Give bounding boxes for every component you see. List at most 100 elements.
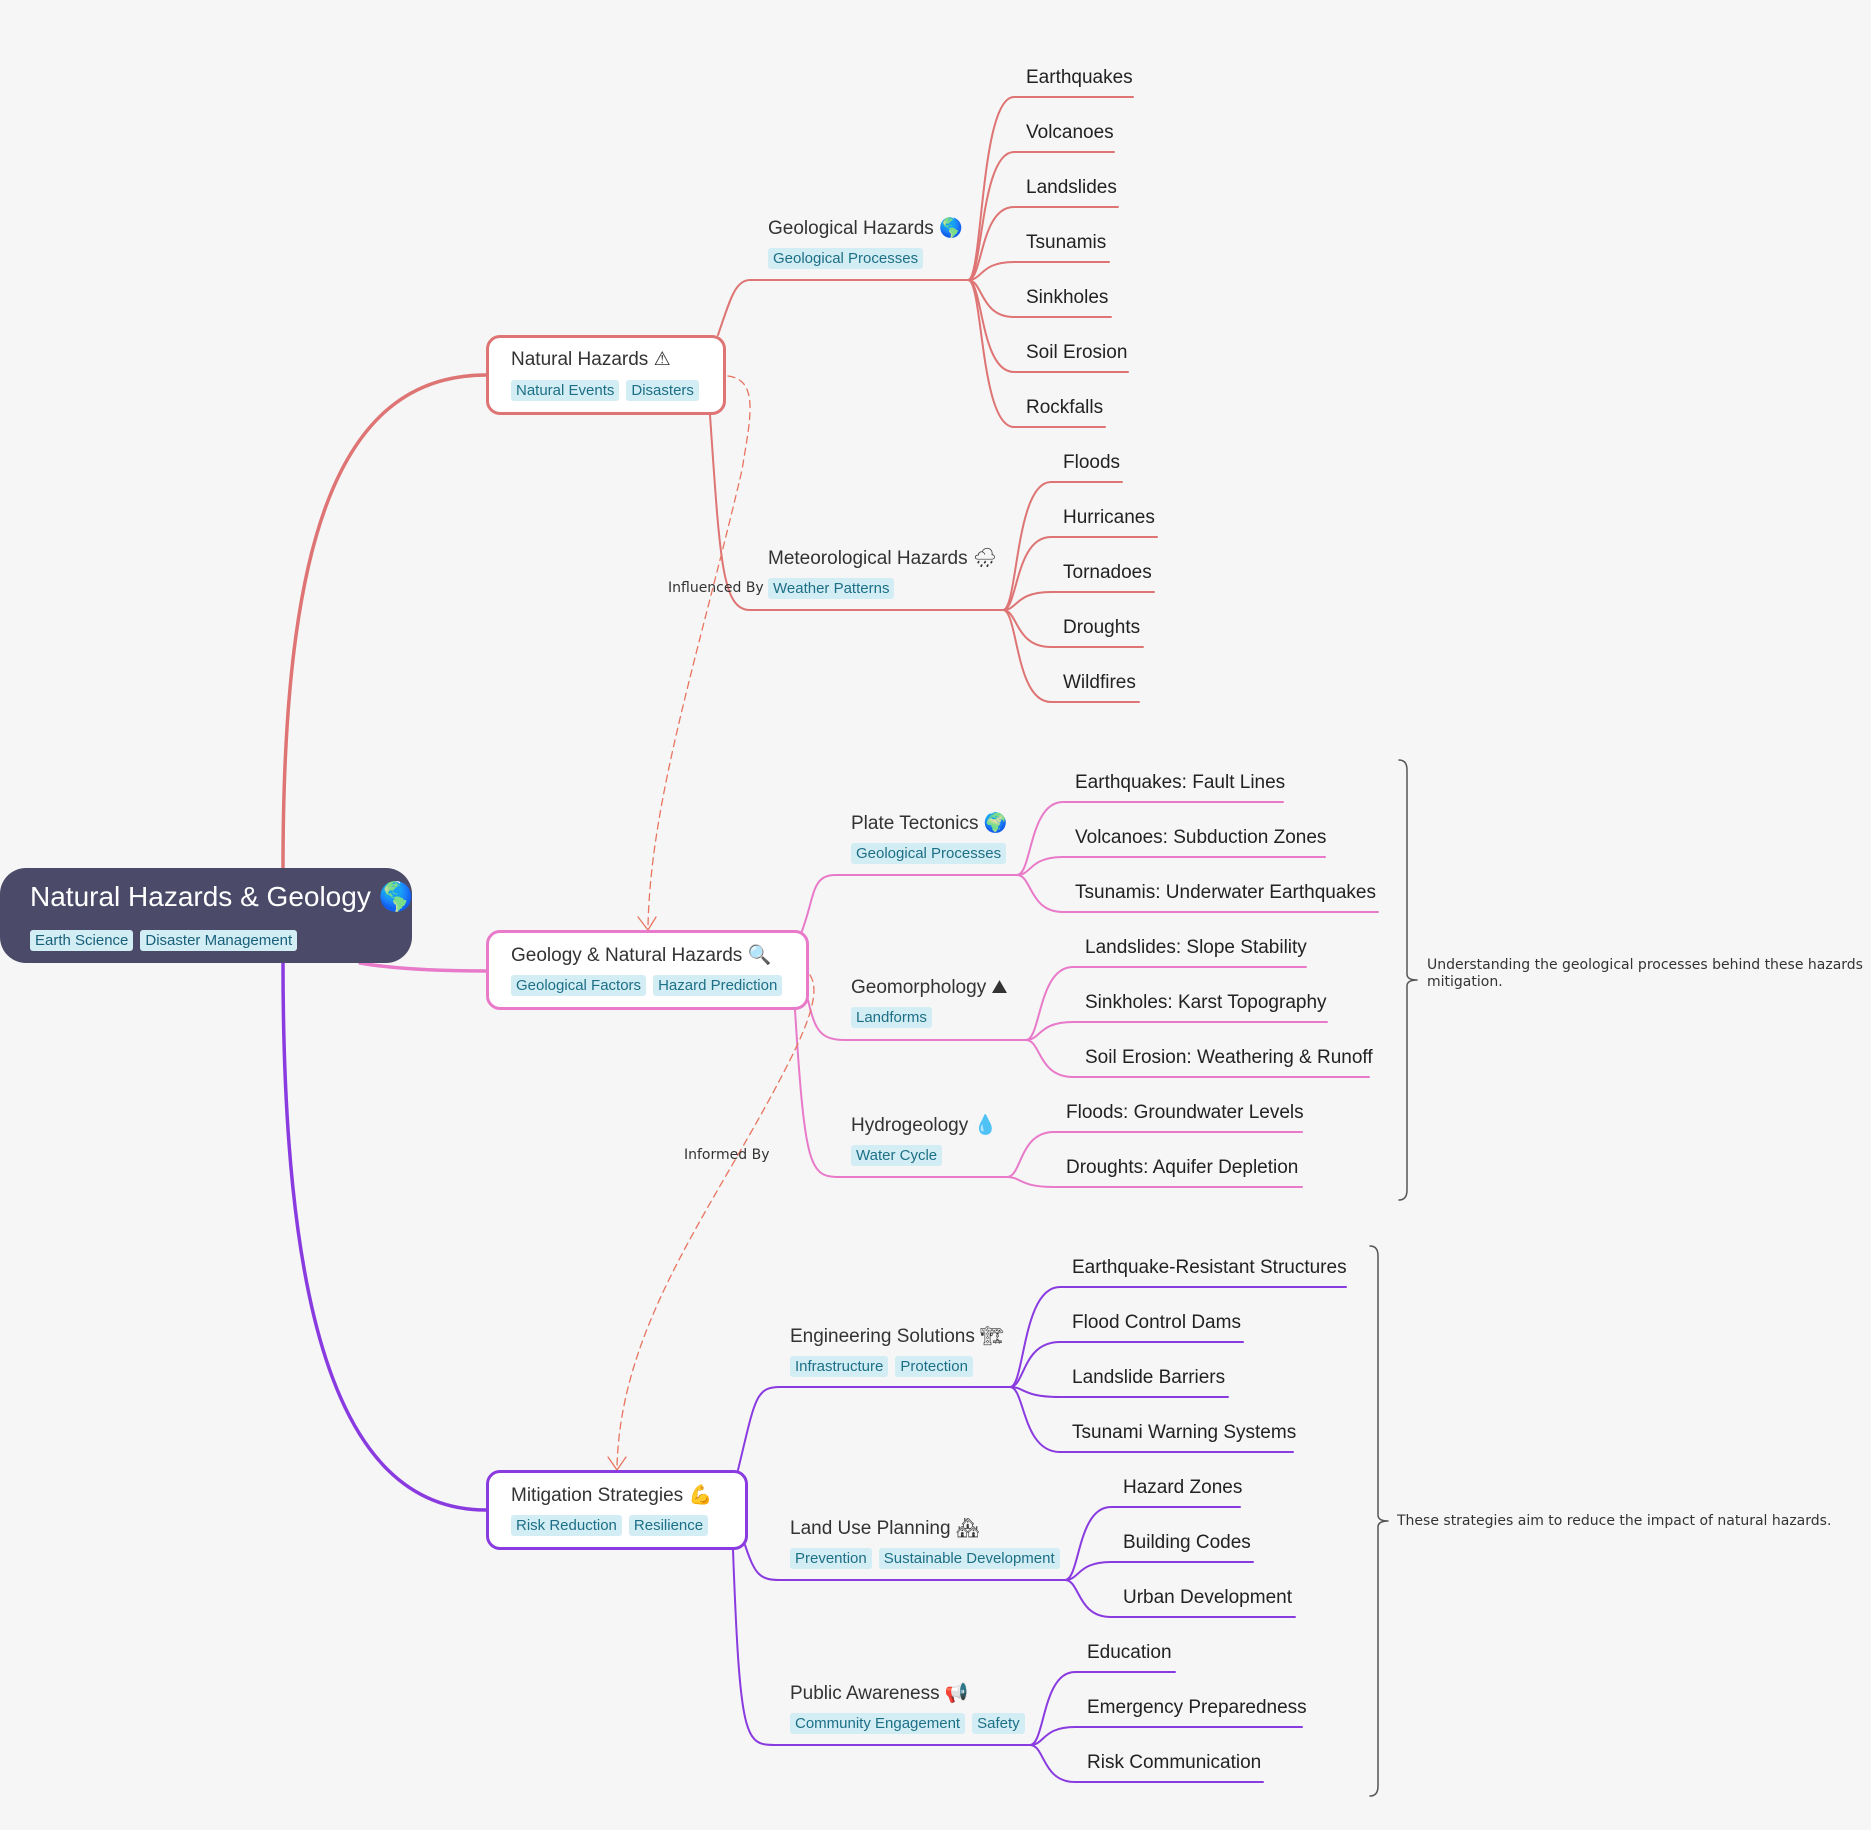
natural-hazards-node[interactable]: Natural Hazards ⚠ Natural Events Disaste…	[486, 335, 726, 415]
leaf-building-codes[interactable]: Building Codes	[1123, 1532, 1251, 1553]
leaf-sinkholes[interactable]: Sinkholes	[1026, 287, 1109, 308]
geology-title-text: Geology & Natural Hazards	[511, 945, 743, 966]
root-tags: Earth Science Disaster Management	[30, 930, 298, 951]
root-node[interactable]: Natural Hazards & Geology 🌎 Earth Scienc…	[0, 868, 413, 963]
droplet-icon: 💧	[973, 1114, 998, 1136]
geology-tags: Geological Factors Hazard Prediction	[511, 975, 783, 996]
link-meteorological-leaf-0	[1002, 481, 1123, 611]
link-geological-leaf-2	[967, 206, 1119, 281]
tag-prevention: Prevention	[790, 1548, 872, 1569]
geology-summary-note: Understanding the geological processes b…	[1427, 957, 1863, 990]
leaf-droughts[interactable]: Droughts	[1063, 617, 1141, 638]
engineering-solutions-title-text: Engineering Solutions	[790, 1326, 975, 1347]
mitigation-title-text: Mitigation Strategies	[511, 1485, 684, 1506]
leaf-earthquake-resistant[interactable]: Earthquake-Resistant Structures	[1072, 1257, 1347, 1278]
link-awareness-leaf-1	[1029, 1726, 1303, 1746]
geomorphology-node[interactable]: Geomorphology ⛰ Landforms	[851, 976, 1007, 1028]
leaf-weathering-runoff[interactable]: Soil Erosion: Weathering & Runoff	[1085, 1047, 1373, 1068]
meteorological-hazards-title: Meteorological Hazards 🌧	[768, 546, 997, 570]
mitigation-summary-note: These strategies aim to reduce the impac…	[1397, 1513, 1832, 1529]
geology-node[interactable]: Geology & Natural Hazards 🔍 Geological F…	[486, 930, 809, 1010]
link-awareness-leaf-0	[1029, 1671, 1176, 1746]
link-landuse-leaf-0	[1064, 1506, 1241, 1581]
crane-icon: 🏗	[980, 1325, 1005, 1347]
magnifier-icon: 🔍	[747, 944, 772, 966]
leaf-floods[interactable]: Floods	[1063, 452, 1121, 473]
leaf-landslides[interactable]: Landslides	[1026, 177, 1117, 198]
plate-tectonics-title-text: Plate Tectonics	[851, 813, 979, 834]
mitigation-summary-bracket	[1369, 1245, 1389, 1797]
tag-geological-factors: Geological Factors	[511, 975, 647, 996]
engineering-solutions-title: Engineering Solutions 🏗	[790, 1324, 1004, 1348]
leaf-education[interactable]: Education	[1087, 1642, 1172, 1663]
link-mitigation-landuse	[744, 1544, 1066, 1581]
leaf-tornadoes[interactable]: Tornadoes	[1063, 562, 1152, 583]
geological-hazards-node[interactable]: Geological Hazards 🌎 Geological Processe…	[768, 216, 963, 269]
land-use-planning-node[interactable]: Land Use Planning 🏘 Prevention Sustainab…	[790, 1516, 1060, 1569]
geology-title: Geology & Natural Hazards 🔍	[511, 943, 771, 967]
land-use-planning-title-text: Land Use Planning	[790, 1518, 951, 1539]
leaf-urban-development[interactable]: Urban Development	[1123, 1587, 1292, 1608]
public-awareness-title-text: Public Awareness	[790, 1683, 940, 1704]
leaf-subduction-zones[interactable]: Volcanoes: Subduction Zones	[1075, 827, 1327, 848]
land-use-planning-title: Land Use Planning 🏘	[790, 1516, 1060, 1540]
leaf-fault-lines[interactable]: Earthquakes: Fault Lines	[1075, 772, 1286, 793]
relationship-informed-by	[616, 974, 815, 1469]
link-geological-leaf-4	[967, 279, 1112, 318]
tag-infrastructure: Infrastructure	[790, 1356, 889, 1377]
link-geological-leaf-6	[967, 279, 1106, 428]
tag-safety: Safety	[972, 1713, 1025, 1734]
link-geological-leaf-3	[967, 261, 1110, 281]
leaf-hurricanes[interactable]: Hurricanes	[1063, 507, 1155, 528]
public-awareness-node[interactable]: Public Awareness 📢 Community Engagement …	[790, 1681, 1025, 1734]
leaf-hazard-zones[interactable]: Hazard Zones	[1123, 1477, 1243, 1498]
leaf-soil-erosion[interactable]: Soil Erosion	[1026, 342, 1128, 363]
leaf-wildfires[interactable]: Wildfires	[1063, 672, 1136, 693]
tag-risk-reduction: Risk Reduction	[511, 1515, 622, 1536]
tag-disasters: Disasters	[626, 380, 699, 401]
leaf-groundwater-levels[interactable]: Floods: Groundwater Levels	[1066, 1102, 1304, 1123]
plate-tectonics-node[interactable]: Plate Tectonics 🌍 Geological Processes	[851, 811, 1007, 864]
tag-water-cycle: Water Cycle	[851, 1145, 943, 1166]
link-geomorph-leaf-0	[1025, 966, 1307, 1041]
public-awareness-title: Public Awareness 📢	[790, 1681, 1025, 1705]
geomorphology-title-text: Geomorphology	[851, 977, 987, 998]
link-root-natural	[281, 373, 488, 870]
leaf-landslide-barriers[interactable]: Landslide Barriers	[1072, 1367, 1226, 1388]
leaf-emergency-preparedness[interactable]: Emergency Preparedness	[1087, 1697, 1307, 1718]
leaf-risk-communication[interactable]: Risk Communication	[1087, 1752, 1262, 1773]
tag-disaster-management: Disaster Management	[140, 930, 298, 951]
tag-geological-processes: Geological Processes	[768, 248, 924, 269]
engineering-solutions-node[interactable]: Engineering Solutions 🏗 Infrastructure P…	[790, 1324, 1004, 1377]
root-title-text: Natural Hazards & Geology	[30, 881, 371, 912]
tag-protection: Protection	[895, 1356, 973, 1377]
leaf-earthquakes[interactable]: Earthquakes	[1026, 67, 1133, 88]
geomorphology-title: Geomorphology ⛰	[851, 976, 1007, 999]
globe-icon: 🌎	[378, 880, 414, 913]
leaf-volcanoes[interactable]: Volcanoes	[1026, 122, 1114, 143]
leaf-tsunami-warning[interactable]: Tsunami Warning Systems	[1072, 1422, 1297, 1443]
leaf-tsunamis[interactable]: Tsunamis	[1026, 232, 1107, 253]
meteorological-hazards-node[interactable]: Meteorological Hazards 🌧 Weather Pattern…	[768, 546, 997, 599]
leaf-karst-topography[interactable]: Sinkholes: Karst Topography	[1085, 992, 1327, 1013]
hydrogeology-node[interactable]: Hydrogeology 💧 Water Cycle	[851, 1113, 997, 1166]
megaphone-icon: 📢	[944, 1682, 969, 1704]
link-engineering-leaf-3	[1009, 1386, 1294, 1453]
geological-hazards-title: Geological Hazards 🌎	[768, 216, 963, 240]
globe-icon: 🌎	[939, 217, 963, 239]
natural-hazards-title-text: Natural Hazards	[511, 349, 649, 370]
tag-natural-events: Natural Events	[511, 380, 620, 401]
leaf-underwater-quakes[interactable]: Tsunamis: Underwater Earthquakes	[1075, 882, 1376, 903]
leaf-slope-stability[interactable]: Landslides: Slope Stability	[1085, 937, 1307, 958]
relationship-influenced-by	[647, 375, 751, 929]
tag-resilience: Resilience	[628, 1515, 709, 1536]
mitigation-node[interactable]: Mitigation Strategies 💪 Risk Reduction R…	[486, 1470, 748, 1550]
link-meteorological-leaf-1	[1002, 536, 1158, 611]
leaf-aquifer-depletion[interactable]: Droughts: Aquifer Depletion	[1066, 1157, 1299, 1178]
leaf-rockfalls[interactable]: Rockfalls	[1026, 397, 1104, 418]
leaf-flood-control-dams[interactable]: Flood Control Dams	[1072, 1312, 1241, 1333]
root-title: Natural Hazards & Geology 🌎	[30, 880, 413, 913]
relationship-label-informed-by: Informed By	[684, 1147, 770, 1163]
link-landuse-leaf-1	[1064, 1561, 1254, 1581]
link-plate-leaf-0	[1016, 801, 1284, 876]
